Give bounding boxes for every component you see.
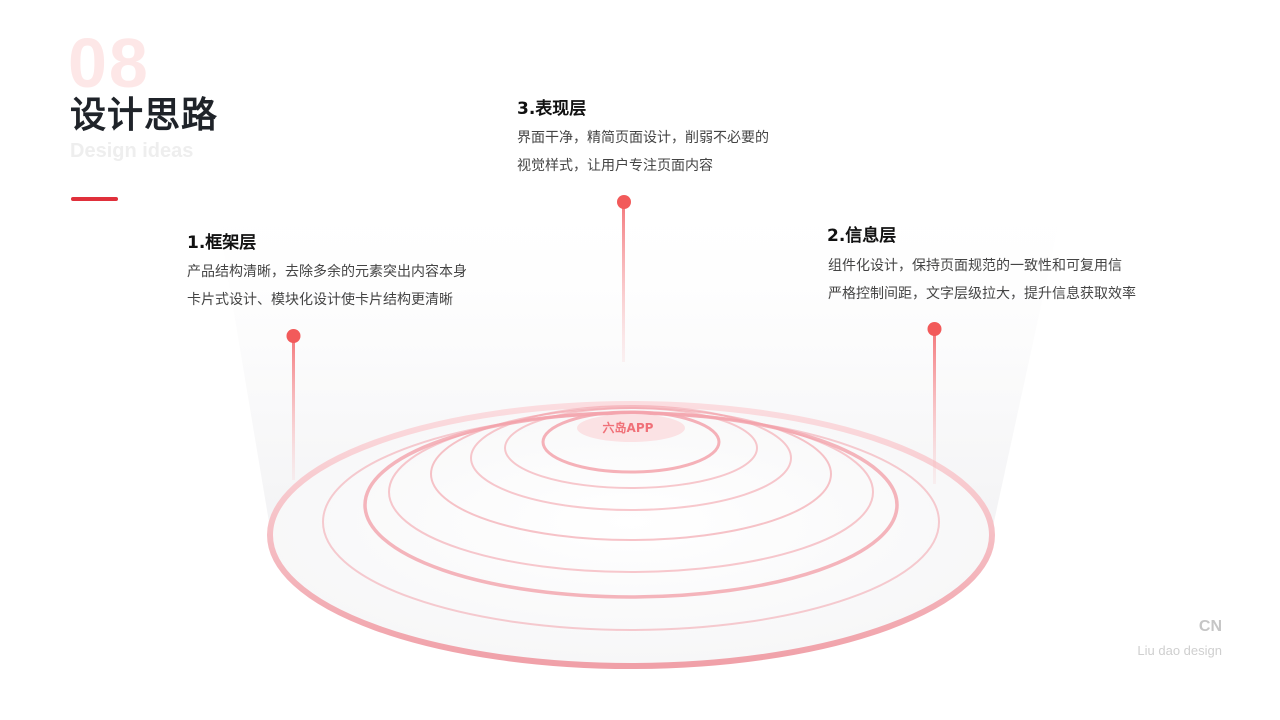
page-title: 设计思路 bbox=[70, 95, 219, 136]
layer-presentation-desc: 界面干净，精简页面设计，削弱不必要的 视觉样式，让用户专注页面内容 bbox=[517, 124, 769, 180]
center-pill bbox=[577, 414, 685, 442]
base-disc bbox=[270, 404, 992, 666]
center-label: 六岛APP bbox=[603, 420, 654, 435]
desc-line: 组件化设计，保持页面规范的一致性和可复用信 bbox=[828, 258, 1122, 274]
marker-information bbox=[927, 322, 942, 484]
page-subtitle: Design ideas bbox=[70, 140, 194, 162]
desc-line: 视觉样式，让用户专注页面内容 bbox=[517, 158, 713, 174]
ring bbox=[541, 410, 721, 474]
marker-framework bbox=[286, 329, 301, 480]
brand-code: CN bbox=[1198, 618, 1222, 635]
marker-presentation bbox=[617, 195, 631, 362]
layer-presentation-title: 3.表现层 bbox=[517, 99, 587, 119]
layer-framework-title: 1.框架层 bbox=[187, 233, 257, 253]
desc-line: 严格控制间距，文字层级拉大，提升信息获取效率 bbox=[828, 286, 1136, 302]
desc-line: 卡片式设计、模块化设计使卡片结构更清晰 bbox=[187, 292, 453, 308]
layer-information-desc: 组件化设计，保持页面规范的一致性和可复用信 严格控制间距，文字层级拉大，提升信息… bbox=[828, 252, 1136, 308]
section-number: 08 bbox=[68, 24, 150, 102]
title-underline bbox=[71, 197, 118, 201]
desc-line: 产品结构清晰，去除多余的元素突出内容本身 bbox=[187, 264, 467, 280]
ring bbox=[504, 407, 758, 489]
brand-name: Liu dao design bbox=[1137, 643, 1222, 658]
ring bbox=[470, 405, 792, 511]
layer-framework-desc: 产品结构清晰，去除多余的元素突出内容本身 卡片式设计、模块化设计使卡片结构更清晰 bbox=[187, 258, 467, 314]
layer-information-title: 2.信息层 bbox=[827, 226, 897, 246]
desc-line: 界面干净，精简页面设计，削弱不必要的 bbox=[517, 130, 769, 146]
